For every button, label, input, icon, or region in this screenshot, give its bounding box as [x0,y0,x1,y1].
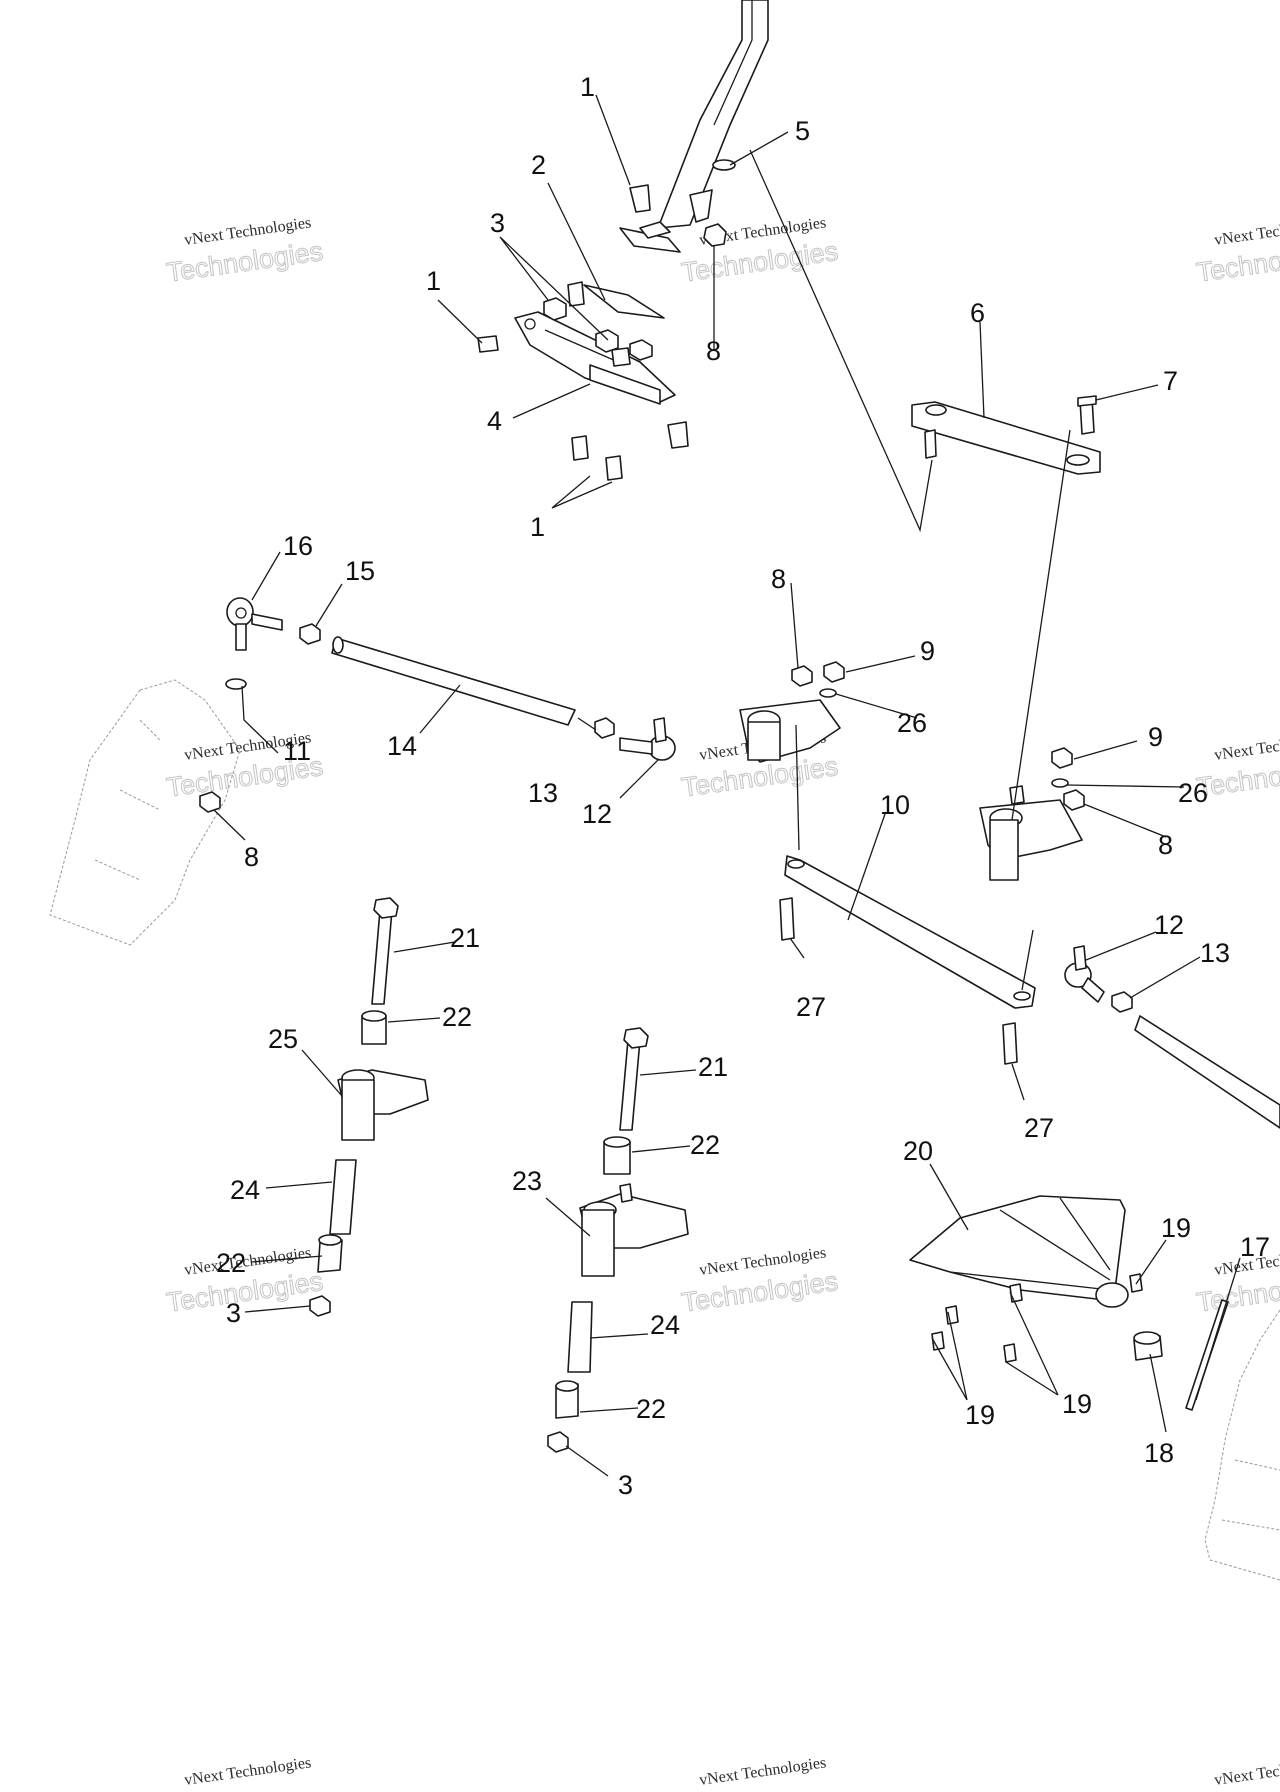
watermark-line1: vNext Technologies [1213,1754,1280,1789]
part-13-nut [594,717,615,739]
part-14-tie-rod [331,636,576,726]
right-pivot-bracket [979,747,1085,881]
watermark: vNext Technologies Technologies [679,214,840,288]
part-6-link-arm [911,395,1101,475]
watermark: vNext Technologies [698,1754,827,1789]
watermark-line1: vNext Technologies [698,1754,827,1789]
callout-17: 17 [1240,1232,1270,1262]
callout-22: 22 [690,1130,720,1160]
callout-21: 21 [698,1052,728,1082]
callout-12: 12 [1154,910,1184,940]
part-10-drag-link [784,855,1036,1009]
callout-5: 5 [795,116,810,146]
callout-2: 2 [531,150,546,180]
part-12-ball-joint [619,717,676,761]
callout-1: 1 [426,266,441,296]
top-fasteners [477,159,736,481]
left-spindle-stack [309,897,429,1317]
callout-18: 18 [1144,1438,1174,1468]
part-19-fastener [931,1331,945,1351]
callout-16: 16 [283,531,313,561]
callout-24: 24 [650,1310,680,1340]
callout-13: 13 [1200,938,1230,968]
part-18-grommet [1133,1331,1163,1361]
watermark-line1: vNext Technologies [183,1754,312,1789]
watermark: vNext Technologies Technologies [164,214,325,288]
watermark: vNext Technologies Technologies [679,1244,840,1318]
callout-26: 26 [1178,778,1208,808]
callout-12: 12 [582,799,612,829]
callout-6: 6 [970,298,985,328]
part-11-washer [225,678,247,690]
callout-11: 11 [283,736,311,766]
callout-23: 23 [512,1166,542,1196]
watermark: vNext Technologies [183,1754,312,1789]
callout-25: 25 [268,1024,298,1054]
callout-labels: 1 2 3 1 4 5 8 1 6 7 16 15 14 11 8 13 12 … [216,72,1270,1500]
callout-3: 3 [490,208,505,238]
part-19-fastener [1009,1283,1023,1303]
part-8-nut [199,791,221,813]
callout-19: 19 [965,1400,995,1430]
watermark-line1: vNext Technologies [1213,729,1280,764]
ghost-frame-left [49,679,241,946]
callout-8: 8 [771,564,786,594]
part-27-bolt [779,897,795,941]
callout-8: 8 [1158,830,1173,860]
part-19-fastener [945,1305,959,1325]
callout-22: 22 [216,1248,246,1278]
callout-3: 3 [618,1470,633,1500]
callout-20: 20 [903,1136,933,1166]
callout-9: 9 [920,636,935,666]
callout-8: 8 [244,842,259,872]
callout-19: 19 [1161,1213,1191,1243]
parts [49,0,1280,1581]
part-13-nut-right [1111,991,1133,1013]
steering-column [657,0,769,229]
center-spindle-stack [547,1027,689,1453]
leader-lines [213,94,1241,1477]
part-19-fastener [1003,1343,1017,1363]
center-pivot-bracket [739,661,845,763]
callout-1: 1 [580,72,595,102]
watermark-line1: vNext Technologies [1213,214,1280,249]
callout-9: 9 [1148,722,1163,752]
callout-15: 15 [345,556,375,586]
callout-22: 22 [442,1002,472,1032]
callout-7: 7 [1163,366,1178,396]
part-4-bracket [514,311,676,405]
callout-24: 24 [230,1175,260,1205]
callout-14: 14 [387,731,417,761]
part-15-nut [299,623,321,645]
callout-27: 27 [796,992,826,1022]
part-12-ball-joint-right [1064,945,1105,1003]
watermark: vNext Technologies [1213,1754,1280,1789]
callout-19: 19 [1062,1389,1092,1419]
callout-4: 4 [487,406,502,436]
callout-27: 27 [1024,1113,1054,1143]
right-tie-rod [1134,1015,1280,1129]
callout-8: 8 [706,336,721,366]
part-2-column-plate [583,221,681,319]
callout-10: 10 [880,790,910,820]
ghost-frame-right [1204,1309,1280,1581]
watermark: vNext Technologies Technologies [1194,214,1280,288]
part-16-ball-joint [226,597,283,651]
callout-3: 3 [226,1298,241,1328]
callout-26: 26 [897,708,927,738]
part-27-bolt [1002,1022,1018,1065]
callout-13: 13 [528,778,558,808]
callout-1: 1 [530,512,545,542]
callout-22: 22 [636,1394,666,1424]
callout-21: 21 [450,923,480,953]
